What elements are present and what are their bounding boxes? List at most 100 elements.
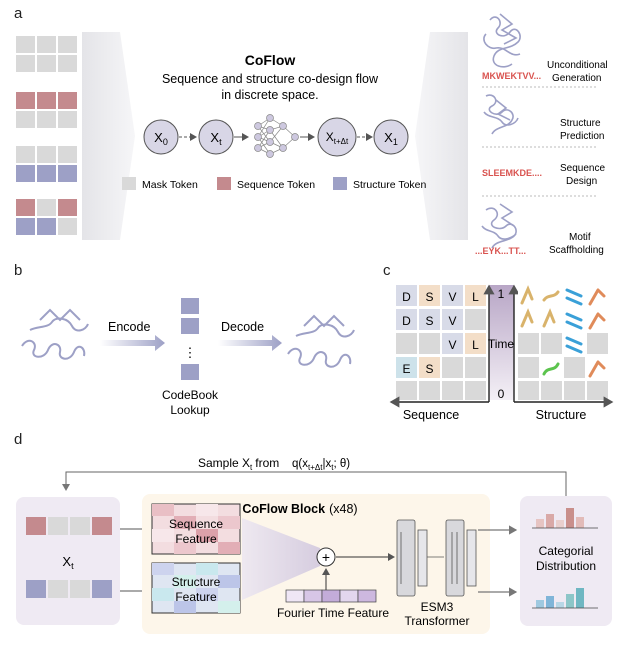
codebook-cell bbox=[181, 318, 199, 334]
token-grid-mask bbox=[16, 36, 77, 72]
seq-cell bbox=[419, 357, 440, 378]
structure-axis-label: Structure bbox=[536, 408, 587, 422]
codebook-cell bbox=[181, 364, 199, 380]
coflow-subtitle-line1: Sequence and structure co-design flow bbox=[162, 72, 379, 86]
token-cell bbox=[16, 36, 35, 53]
struct-cell bbox=[541, 381, 562, 400]
seq-cell bbox=[419, 333, 440, 354]
token-cell bbox=[16, 55, 35, 72]
protein-structure-icon bbox=[287, 314, 355, 368]
sequence-feature-line1: Sequence bbox=[169, 517, 223, 531]
node-x1-label: X1 bbox=[384, 130, 398, 147]
legend-sequence-label: Sequence Token bbox=[237, 179, 315, 191]
task-list: MKWEKTVV... Unconditional Generation Str… bbox=[475, 13, 608, 256]
token-cell bbox=[16, 111, 35, 128]
task-label: Prediction bbox=[560, 131, 604, 142]
structure-feature-matrix bbox=[151, 562, 241, 614]
time-label: Time bbox=[488, 337, 515, 351]
xt-box-label: Xt bbox=[62, 554, 74, 571]
node-xt-dt-label: Xt+Δt bbox=[326, 130, 349, 146]
codebook-ellipsis: ⋮ bbox=[184, 345, 197, 360]
coflow-title: CoFlow bbox=[245, 52, 296, 68]
task-sequence-text: MKWEKTVV... bbox=[482, 71, 541, 81]
seq-cell bbox=[396, 381, 417, 400]
panel-a-letter: a bbox=[14, 5, 23, 22]
seq-cell bbox=[419, 285, 440, 306]
codebook-stack: ⋮ bbox=[181, 298, 199, 380]
structure-fragment-icons bbox=[520, 285, 606, 378]
seq-cell bbox=[442, 285, 463, 306]
seq-letter: V bbox=[448, 338, 456, 352]
seq-letter: D bbox=[402, 314, 411, 328]
decode-arrow bbox=[218, 335, 282, 351]
seq-letter: S bbox=[425, 362, 433, 376]
panel-c-letter: c bbox=[383, 262, 391, 279]
protein-structure-icon bbox=[21, 308, 89, 360]
codebook-label-line1: CodeBook bbox=[162, 388, 219, 402]
time-gradient-bar bbox=[489, 285, 514, 400]
token-cell bbox=[58, 218, 77, 235]
struct-cell bbox=[518, 333, 539, 354]
task-label: Generation bbox=[552, 73, 601, 84]
protein-structure-icon bbox=[483, 94, 519, 135]
token-cell bbox=[58, 199, 77, 216]
token-cell bbox=[16, 92, 35, 109]
struct-cell bbox=[587, 381, 608, 400]
token-cell bbox=[37, 55, 56, 72]
token-cell bbox=[58, 92, 77, 109]
token-cell bbox=[16, 165, 35, 182]
seq-cell bbox=[442, 309, 463, 330]
token-cell bbox=[37, 165, 56, 182]
token-cell bbox=[16, 218, 35, 235]
struct-cell bbox=[518, 357, 539, 378]
coflow-block-title: CoFlow Block(x48) bbox=[242, 502, 357, 516]
structure-feature-line1: Structure bbox=[172, 575, 221, 589]
feature-merge-fan bbox=[242, 518, 320, 600]
struct-cell bbox=[587, 333, 608, 354]
q-expression: q(xt+Δt|xt; θ) bbox=[292, 458, 350, 472]
distribution-label-line2: Distribution bbox=[536, 559, 596, 573]
decode-label: Decode bbox=[221, 320, 264, 334]
neural-network-icon bbox=[254, 114, 299, 158]
protein-structure-icon bbox=[483, 13, 521, 68]
seq-cell bbox=[442, 381, 463, 400]
flow-chain: X0 Xt Xt+Δt X1 bbox=[143, 114, 409, 158]
token-cell bbox=[16, 199, 35, 216]
token-grid-sequence bbox=[16, 92, 77, 128]
esm3-label-line2: Transformer bbox=[405, 614, 470, 628]
token-cell bbox=[58, 36, 77, 53]
legend-swatch-mask bbox=[122, 177, 136, 190]
legend-swatch-sequence bbox=[217, 177, 231, 190]
token-cell bbox=[16, 146, 35, 163]
task-label: Motif bbox=[569, 232, 591, 243]
seq-cell bbox=[465, 333, 486, 354]
structure-distribution-histogram bbox=[532, 588, 598, 609]
right-funnel bbox=[415, 32, 468, 240]
seq-cell bbox=[442, 333, 463, 354]
distribution-box bbox=[520, 496, 612, 626]
node-x0 bbox=[143, 119, 179, 155]
seq-letter: V bbox=[448, 290, 456, 304]
coflow-subtitle-line2: in discrete space. bbox=[221, 88, 318, 102]
seq-letter: E bbox=[402, 362, 410, 376]
sequence-grid: D S V L D S V V L E S bbox=[396, 285, 486, 400]
token-grids bbox=[16, 36, 77, 235]
add-icon bbox=[316, 547, 336, 567]
token-cell bbox=[92, 580, 112, 598]
protein-structure-icon bbox=[481, 203, 517, 249]
token-grid-structure bbox=[16, 146, 77, 182]
feedback-arrow bbox=[62, 471, 567, 496]
codebook-cell bbox=[181, 298, 199, 314]
seq-letter: L bbox=[472, 290, 479, 304]
esm3-label-line1: ESM3 bbox=[421, 600, 454, 614]
task-label: Unconditional bbox=[547, 60, 608, 71]
left-funnel bbox=[82, 32, 135, 240]
token-cell bbox=[26, 580, 46, 598]
sequence-feature-line2: Feature bbox=[175, 532, 217, 546]
token-grid-mixed bbox=[16, 199, 77, 235]
task-sequence-text: SLEEMKDE.... bbox=[482, 168, 542, 178]
struct-cell bbox=[564, 381, 585, 400]
legend-mask-label: Mask Token bbox=[142, 179, 198, 191]
